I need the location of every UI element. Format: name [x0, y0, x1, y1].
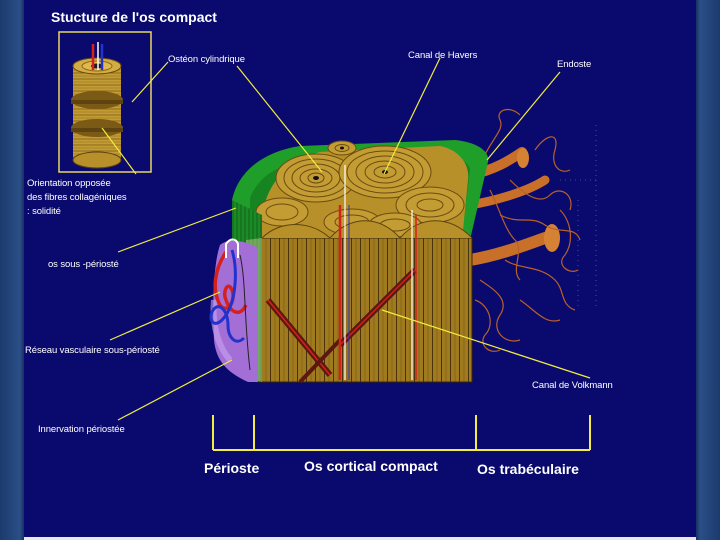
- region-brackets: [212, 415, 591, 451]
- label-reseau-vasculaire: Réseau vasculaire sous-périosté: [25, 345, 160, 356]
- trabecular-network: [464, 108, 600, 352]
- osteon-inset: [58, 31, 152, 173]
- label-sous-perioste: os sous -périosté: [48, 259, 119, 270]
- region-os-cortical: Os cortical compact: [304, 458, 438, 474]
- diagram-title: Stucture de l'os compact: [51, 9, 217, 25]
- pointer-lines: [101, 57, 591, 421]
- region-perioste: Périoste: [204, 460, 260, 476]
- label-osteon: Ostéon cylindrique: [168, 54, 245, 65]
- label-orientation-3: : solidité: [27, 206, 61, 217]
- bottom-strip: [24, 537, 696, 540]
- label-volkmann-canal: Canal de Volkmann: [532, 380, 613, 391]
- label-orientation-1: Orientation opposée: [27, 178, 111, 189]
- label-havers-canal: Canal de Havers: [408, 50, 478, 61]
- region-os-trabeculaire: Os trabéculaire: [477, 461, 579, 477]
- cortical-front-block: [257, 165, 473, 384]
- label-endoste: Endoste: [557, 59, 592, 70]
- label-orientation-2: des fibres collagéniques: [27, 192, 127, 203]
- label-innervation: Innervation périostée: [38, 424, 125, 435]
- periosteum-purple: [209, 238, 258, 382]
